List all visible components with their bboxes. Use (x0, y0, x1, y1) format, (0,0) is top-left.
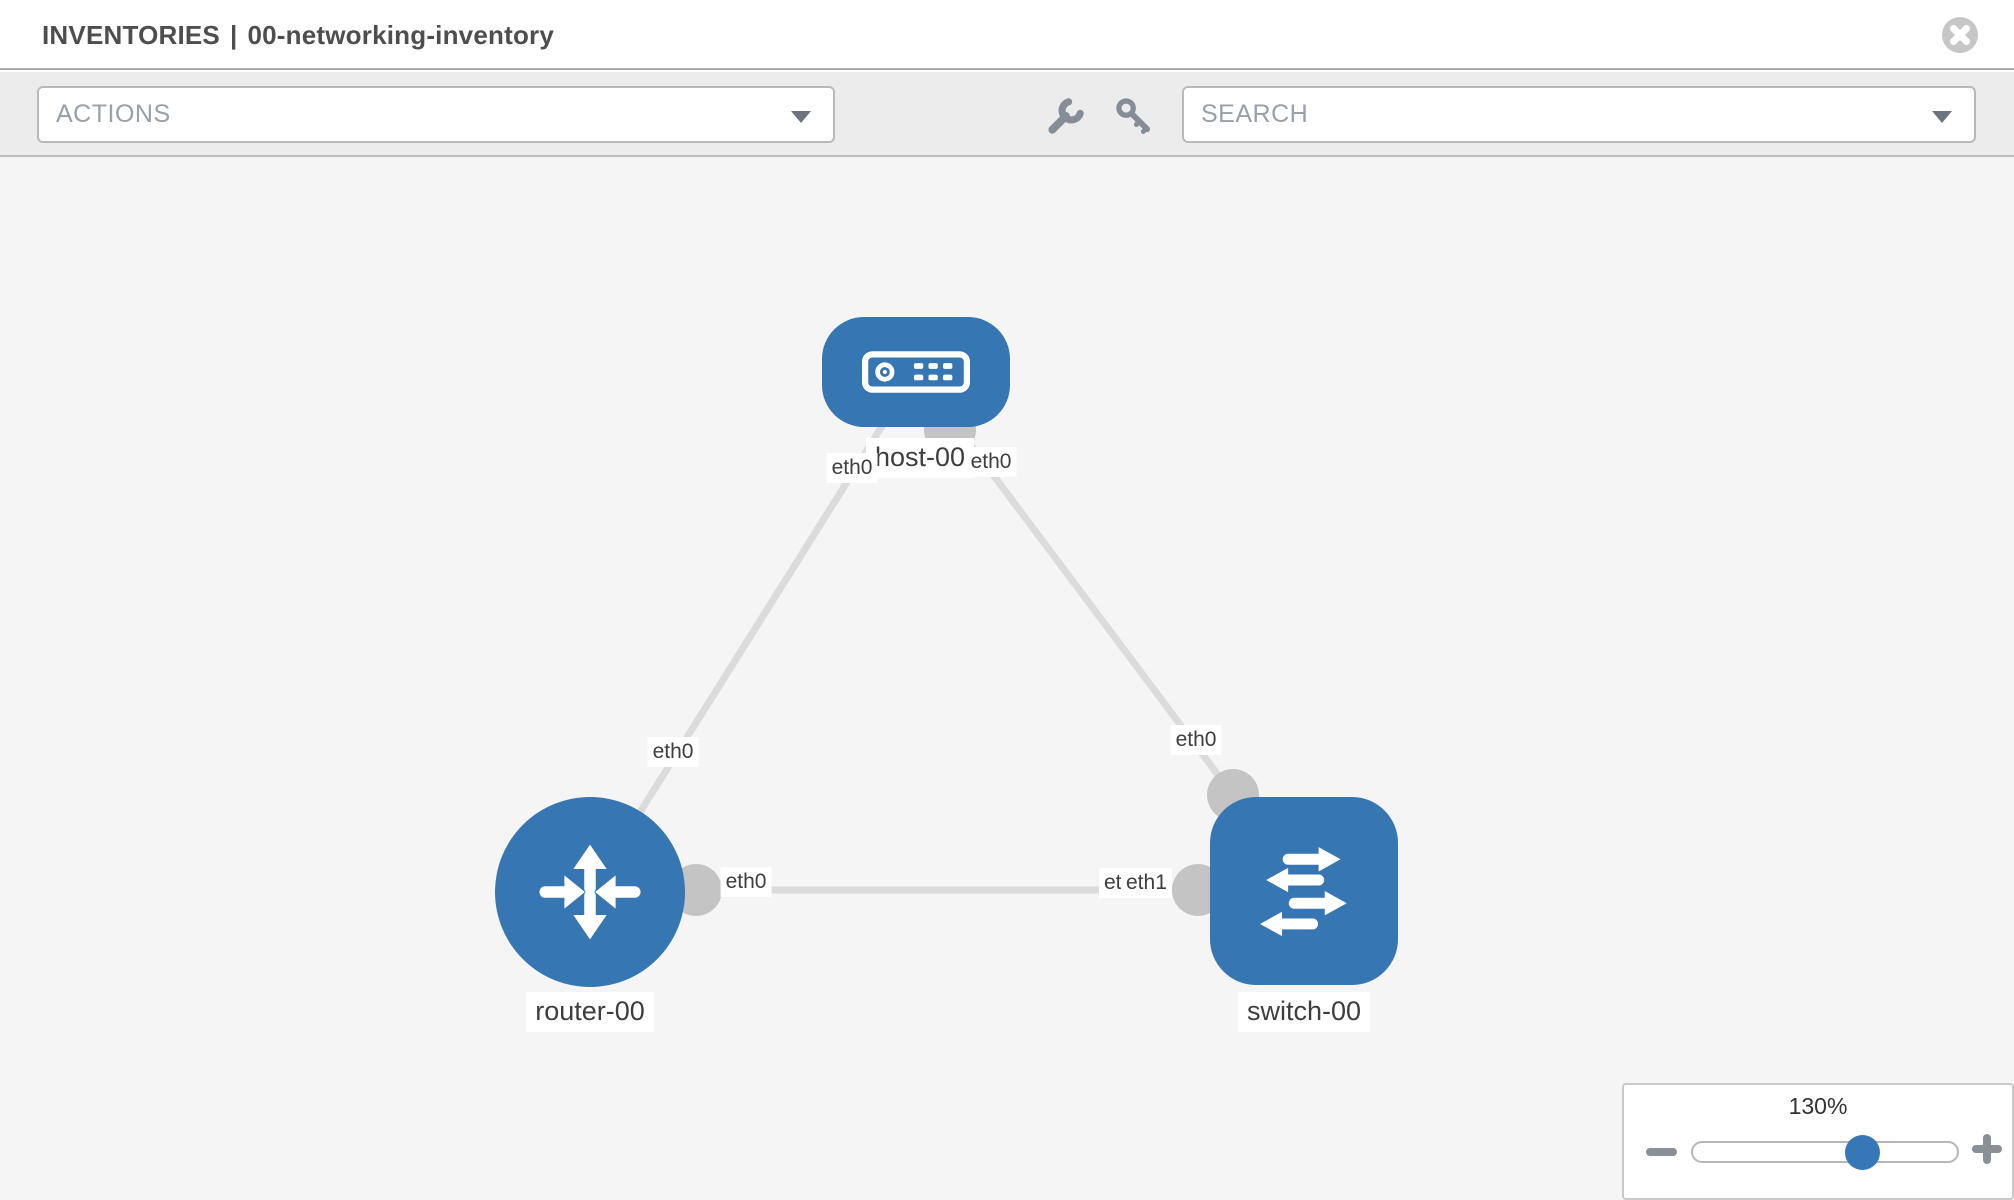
key-icon (1116, 98, 1151, 134)
search-dropdown-placeholder: SEARCH (1201, 100, 1309, 128)
interface-dots (670, 404, 1259, 916)
zoom-control-panel: 130% (1622, 1083, 2014, 1200)
search-dropdown[interactable]: SEARCH (1182, 86, 1976, 143)
iface-label-switch-top: eth0 (1170, 725, 1222, 756)
topology-canvas[interactable]: host-00 router-00 switch-00 eth0 eth0 et… (0, 157, 2014, 1200)
router-icon (539, 844, 641, 940)
node-label-host: host-00 (865, 438, 975, 478)
iface-label-host-right: eth0 (965, 447, 1017, 478)
iface-label-router-right: eth0 (720, 867, 772, 898)
chevron-down-icon (1932, 111, 1952, 123)
zoom-in-icon[interactable] (1972, 1134, 2002, 1164)
page-title-inventory-name: 00-networking-inventory (247, 19, 555, 50)
host-icon (862, 351, 970, 393)
credentials-button[interactable] (1114, 96, 1154, 136)
zoom-out-icon[interactable] (1646, 1148, 1677, 1156)
switch-icon (1260, 847, 1347, 937)
iface-label-switch-left: eth1 (1121, 868, 1172, 899)
node-label-switch: switch-00 (1237, 992, 1371, 1032)
zoom-slider-handle[interactable] (1845, 1135, 1880, 1170)
zoom-level-value: 130% (1788, 1093, 1848, 1119)
node-host-00[interactable] (822, 317, 1010, 427)
configure-button[interactable] (1046, 96, 1086, 136)
node-switch-00[interactable] (1210, 797, 1398, 985)
window-header: INVENTORIES | 00-networking-inventory (0, 0, 2014, 70)
page-title: INVENTORIES | 00-networking-inventory (42, 0, 554, 70)
iface-label-host-left: eth0 (826, 453, 878, 484)
page-title-section: INVENTORIES (42, 19, 220, 50)
node-router-00[interactable] (495, 797, 685, 987)
zoom-slider-track[interactable] (1691, 1141, 1959, 1163)
close-button[interactable] (1941, 16, 1979, 54)
actions-dropdown-placeholder: ACTIONS (56, 100, 171, 128)
chevron-down-icon (791, 111, 811, 123)
close-icon (1942, 17, 1978, 53)
page-title-separator: | (229, 19, 238, 50)
iface-label-router-top: eth0 (647, 737, 699, 768)
actions-dropdown[interactable]: ACTIONS (37, 86, 835, 143)
toolbar: ACTIONS SEARCH (0, 72, 2014, 157)
topology-links-layer (587, 369, 1304, 916)
node-label-router: router-00 (526, 992, 654, 1032)
wrench-icon (1048, 98, 1084, 134)
